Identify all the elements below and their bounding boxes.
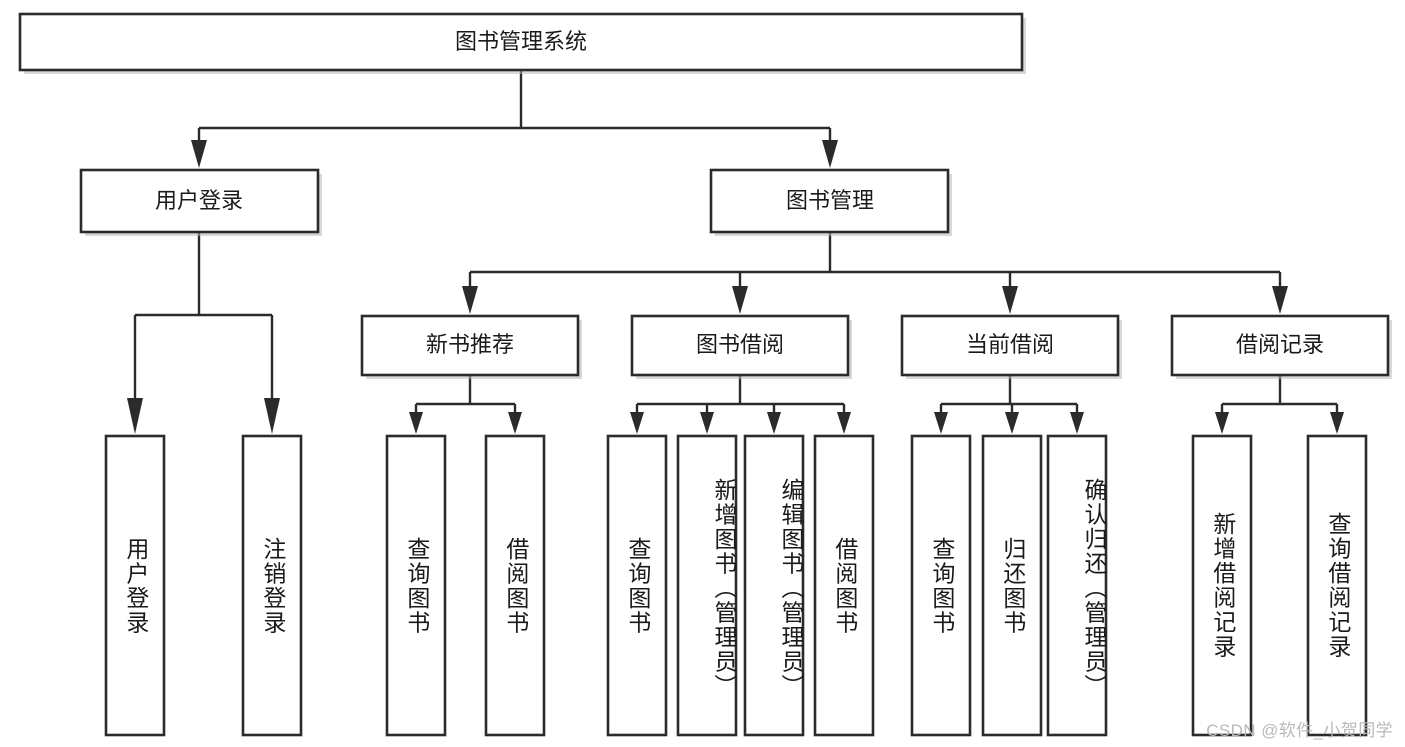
arrowhead-newbook-rec (462, 286, 478, 314)
leaf-box-nbr-borrow[interactable] (484, 434, 546, 737)
arrowhead-record-add (1215, 412, 1229, 434)
arrowhead-book-borrow (732, 286, 748, 314)
arrowhead-book-mgmt (822, 140, 838, 168)
leaf-box-user-login[interactable] (104, 434, 166, 737)
user-login-label: 用户登录 (155, 188, 243, 213)
node-current-borrow[interactable]: 当前借阅 (900, 314, 1122, 379)
leaf-box-cb-return[interactable] (981, 434, 1043, 737)
arrowhead-newbook-borrow (508, 412, 522, 434)
arrowhead-user-login (191, 140, 207, 168)
csdn-watermark: CSDN @软件_小贺同学 (1206, 721, 1393, 740)
root-label: 图书管理系统 (455, 29, 587, 54)
current-borrow-label: 当前借阅 (966, 332, 1054, 357)
leaf-box-br-add[interactable] (1191, 434, 1253, 737)
leaf-box-cb-confirm[interactable] (1046, 434, 1108, 737)
leaf-box-logout[interactable] (241, 434, 303, 737)
node-borrow-record[interactable]: 借阅记录 (1170, 314, 1392, 379)
arrowhead-borrow-add (700, 412, 714, 434)
arrowhead-borrow-lend (837, 412, 851, 434)
book-borrow-box[interactable] (630, 314, 850, 377)
current-borrow-box[interactable] (900, 314, 1120, 377)
arrowhead-current-borrow (1002, 286, 1018, 314)
root-box[interactable] (18, 12, 1024, 72)
arrowhead-borrow-edit (767, 412, 781, 434)
borrow-record-box[interactable] (1170, 314, 1390, 377)
user-login-box[interactable] (79, 168, 320, 234)
leaf-box-bb-add[interactable] (676, 434, 738, 737)
leaf-box-bb-edit[interactable] (743, 434, 805, 737)
leaf-box-bb-query[interactable] (606, 434, 668, 737)
connector-layer (127, 70, 1344, 434)
leaf-box-cb-query[interactable] (910, 434, 972, 737)
book-management-box[interactable] (709, 168, 950, 234)
arrowhead-leaf-logout (264, 398, 280, 434)
node-user-login[interactable]: 用户登录 (79, 168, 322, 236)
arrowhead-leaf-user-login (127, 398, 143, 434)
book-borrow-label: 图书借阅 (696, 332, 784, 357)
node-book-borrow[interactable]: 图书借阅 (630, 314, 852, 379)
leaf-box-nbr-query[interactable] (385, 434, 447, 737)
leaf-box-bb-lend[interactable] (813, 434, 875, 737)
book-management-label: 图书管理 (786, 188, 874, 213)
arrowhead-newbook-query (409, 412, 423, 434)
node-book-management[interactable]: 图书管理 (709, 168, 952, 236)
node-root[interactable]: 图书管理系统 (18, 12, 1026, 74)
leaf-box-layer (104, 434, 1368, 737)
arrowhead-current-query (934, 412, 948, 434)
arrowhead-borrow-record (1272, 286, 1288, 314)
node-new-book-recommend[interactable]: 新书推荐 (360, 314, 582, 379)
arrowhead-borrow-query (630, 412, 644, 434)
leaf-box-br-query[interactable] (1306, 434, 1368, 737)
borrow-record-label: 借阅记录 (1236, 332, 1324, 357)
new-book-recommend-label: 新书推荐 (426, 332, 514, 357)
arrowhead-record-query (1330, 412, 1344, 434)
arrowhead-current-return (1005, 412, 1019, 434)
new-book-recommend-box[interactable] (360, 314, 580, 377)
arrowhead-current-confirm (1070, 412, 1084, 434)
